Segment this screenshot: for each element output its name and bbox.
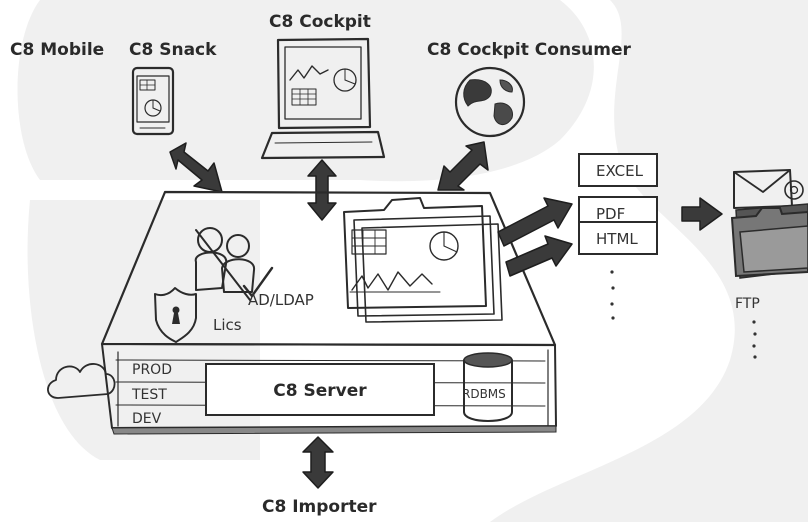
consumer-server-arrow xyxy=(437,141,489,191)
cockpit-server-arrow xyxy=(307,159,337,221)
c8-mobile-label: C8 Mobile xyxy=(10,40,104,60)
laptop-icon xyxy=(260,37,386,160)
html-box-frame xyxy=(578,221,658,255)
pdf-label: PDF xyxy=(596,205,625,223)
c8-cockpit-consumer-label: C8 Cockpit Consumer xyxy=(427,40,632,60)
ad-ldap-label: AD/LDAP xyxy=(248,291,314,309)
delivery-arrow xyxy=(681,197,723,231)
c8-importer-label: C8 Importer xyxy=(262,497,377,517)
rdbms-label: RDBMS xyxy=(462,387,506,401)
excel-box xyxy=(578,153,658,187)
dev-label: DEV xyxy=(132,411,162,427)
test-label: TEST xyxy=(131,387,167,403)
rdbms-database-icon xyxy=(463,352,513,422)
c8-snack-label: C8 Snack xyxy=(129,40,217,60)
users-icon xyxy=(194,227,274,301)
prod-label: PROD xyxy=(132,362,172,378)
globe-icon xyxy=(454,66,526,138)
output-ellipsis xyxy=(610,270,615,320)
ftp-label: FTP xyxy=(735,296,760,312)
c8-server-box xyxy=(205,363,435,416)
ftp-folder-icon xyxy=(730,203,808,279)
html-label: HTML xyxy=(596,230,638,248)
shield-icon xyxy=(154,287,197,343)
lics-label: Lics xyxy=(213,316,242,334)
excel-label: EXCEL xyxy=(596,162,644,180)
report-folder-icon xyxy=(343,197,503,323)
server-platform xyxy=(100,190,557,435)
c8-cockpit-label: C8 Cockpit xyxy=(269,12,371,32)
c8-server-label: C8 Server xyxy=(273,381,367,401)
phone-icon xyxy=(131,66,175,136)
cloud-icon xyxy=(47,363,116,399)
importer-arrow xyxy=(302,436,334,489)
excel-output-arrow xyxy=(497,197,573,247)
ftp-ellipsis xyxy=(752,320,757,359)
background-shape xyxy=(17,0,808,522)
html-output-arrow xyxy=(505,235,573,277)
